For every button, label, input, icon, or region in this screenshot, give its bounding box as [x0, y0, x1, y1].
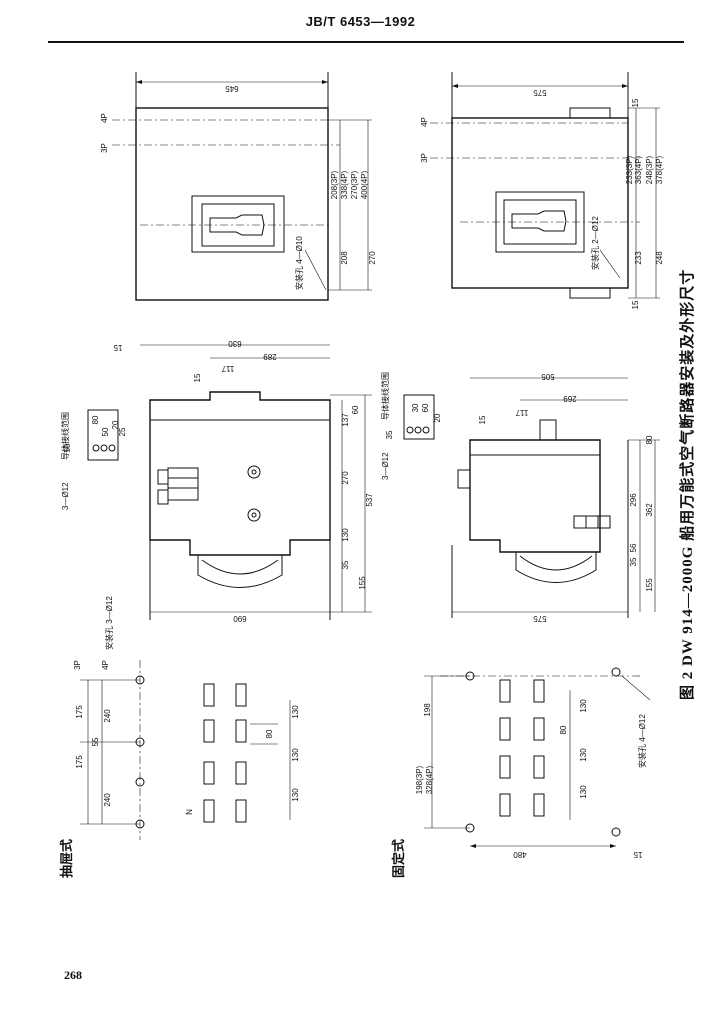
- drawout-dim-208-3p: 208(3P): [330, 170, 339, 199]
- fixed-dim-378-4p: 378(4P): [655, 155, 664, 184]
- drawout-front-80: 80: [265, 729, 274, 738]
- drawout-cond-50a: 50: [101, 427, 110, 436]
- fixed-side-80: 80: [645, 435, 654, 444]
- drawout-dim-270-3p: 270(3P): [350, 170, 359, 199]
- drawout-front-175a: 175: [75, 705, 84, 719]
- drawout-cond-80: 80: [91, 415, 100, 424]
- fixed-front-480: 480: [513, 850, 527, 859]
- drawout-front-240a: 240: [103, 709, 112, 723]
- drawout-width-645: 645: [225, 84, 239, 93]
- drawout-side-137: 137: [341, 413, 350, 427]
- drawout-dim-400-4p: 400(4P): [360, 170, 369, 199]
- drawout-side-117: 117: [221, 364, 234, 373]
- figure-caption: 图 2 DW 914—2000G 船用万能式空气断路器安装及外形尺寸: [680, 268, 696, 700]
- drawout-front-55: 55: [91, 737, 100, 746]
- drawout-side-289: 289: [263, 352, 277, 361]
- drawout-cond-50b: 50: [63, 443, 72, 452]
- drawout-neutral-label: N: [185, 809, 194, 815]
- fixed-cond-60: 60: [421, 403, 430, 412]
- drawout-side-155: 155: [358, 576, 367, 590]
- fixed-top-hole-label: 安装孔 2—Ø12: [590, 216, 600, 270]
- fixed-conductor-label: 导体接线范围: [380, 372, 390, 420]
- drawout-conductor-label: 导体接线范围: [60, 412, 70, 460]
- header-rule: [48, 41, 684, 43]
- fixed-side-296: 296: [629, 493, 638, 507]
- fixed-cond-30: 30: [411, 403, 420, 412]
- fixed-side-575: 575: [533, 614, 547, 623]
- drawout-side-hole-label: 3—Ø12: [61, 482, 70, 510]
- fixed-side-362: 362: [645, 503, 654, 517]
- drawout-side-15b: 15: [193, 373, 202, 382]
- fixed-dim-248: 248: [655, 251, 664, 265]
- drawout-dim-270: 270: [368, 251, 377, 265]
- drawout-front-130c: 130: [291, 788, 300, 802]
- fixed-side-155: 155: [645, 578, 654, 592]
- fixed-front-15: 15: [633, 850, 642, 859]
- fixed-side-15: 15: [478, 415, 487, 424]
- fixed-front-130c: 130: [579, 785, 588, 799]
- drawout-front-175b: 175: [75, 755, 84, 769]
- fixed-dim-363-4p: 363(4P): [634, 155, 643, 184]
- drawout-side-690: 690: [233, 614, 247, 623]
- fixed-front-hole-label: 安装孔 4—Ø12: [637, 714, 647, 768]
- drawout-dim-338-4p: 338(4P): [340, 170, 349, 199]
- fixed-front-198: 198: [423, 703, 432, 717]
- fixed-front-view: 198 198(3P) 328(4P) 130 80 130 130 480: [415, 667, 651, 859]
- fixed-side-56: 56: [629, 543, 638, 552]
- fixed-front-130a: 130: [579, 699, 588, 713]
- drawout-front-130a: 130: [291, 705, 300, 719]
- drawout-side-60: 60: [351, 405, 360, 414]
- fixed-side-35: 35: [629, 557, 638, 566]
- drawout-top-4p: 4P: [100, 113, 109, 123]
- fixed-front-80: 80: [559, 725, 568, 734]
- fixed-cond-35: 35: [385, 430, 394, 439]
- fixed-side-117: 117: [515, 408, 528, 417]
- drawout-top-3p: 3P: [100, 143, 109, 153]
- fixed-cond-20: 20: [433, 413, 442, 422]
- fixed-dim-248-3p: 248(3P): [645, 155, 654, 184]
- fixed-side-505: 505: [541, 372, 555, 381]
- fixed-mode-label: 固定式: [391, 838, 406, 878]
- drawout-side-view: 690 630 289 117 15 15 537 137 60 270 130…: [60, 339, 374, 623]
- fixed-front-198-3p: 198(3P): [415, 765, 424, 794]
- drawout-top-hole-label: 安装孔 4—Ø10: [294, 236, 304, 290]
- drawout-dim-208: 208: [340, 251, 349, 265]
- fixed-top-3p: 3P: [420, 153, 429, 163]
- fixed-dim-233: 233: [634, 251, 643, 265]
- fixed-side-hole-label: 3—Ø12: [381, 452, 390, 480]
- drawout-front-hole-label: 安装孔 3—Ø12: [104, 596, 114, 650]
- drawout-front-240b: 240: [103, 793, 112, 807]
- fixed-dim-233-3p: 233(3P): [625, 155, 634, 184]
- drawout-front-view: 3P 4P 安装孔 3—Ø12 175 175 240 55 240 80 1: [73, 596, 300, 840]
- drawout-side-630: 630: [228, 339, 242, 348]
- page-number: 268: [64, 968, 82, 982]
- drawout-cond-20: 20: [111, 420, 120, 429]
- drawout-cond-25: 25: [118, 427, 127, 436]
- standard-header: JB/T 6453—1992: [305, 14, 416, 29]
- fixed-side-view: 575 505 269 117 15 80 296 362 56 35 155 …: [380, 372, 660, 623]
- fixed-side-269: 269: [563, 394, 577, 403]
- drawout-side-35: 35: [341, 560, 350, 569]
- drawout-front-3p: 3P: [73, 660, 82, 670]
- fixed-width-575: 575: [533, 88, 547, 97]
- drawout-side-15a: 15: [113, 343, 122, 352]
- drawout-front-130b: 130: [291, 748, 300, 762]
- drawout-top-view: 645 4P 3P 208(3P) 338(4P) 270(3P) 400(4P…: [100, 72, 377, 301]
- fixed-top-view: 575 4P 3P 15 233(3P) 363(4P) 248(3P) 378…: [420, 72, 664, 309]
- drawout-terminal-grid: [203, 683, 247, 823]
- fixed-dim-15b: 15: [631, 300, 640, 309]
- fixed-front-328-4p: 328(4P): [425, 765, 434, 794]
- fixed-front-130b: 130: [579, 748, 588, 762]
- fixed-top-4p: 4P: [420, 117, 429, 127]
- drawout-side-537: 537: [365, 493, 374, 507]
- drawout-front-4p: 4P: [101, 660, 110, 670]
- fixed-dim-15a: 15: [631, 98, 640, 107]
- drawout-side-130: 130: [341, 528, 350, 542]
- drawout-mode-label: 抽屉式: [59, 838, 74, 878]
- fixed-terminal-grid: [499, 679, 545, 817]
- drawout-side-270: 270: [341, 471, 350, 485]
